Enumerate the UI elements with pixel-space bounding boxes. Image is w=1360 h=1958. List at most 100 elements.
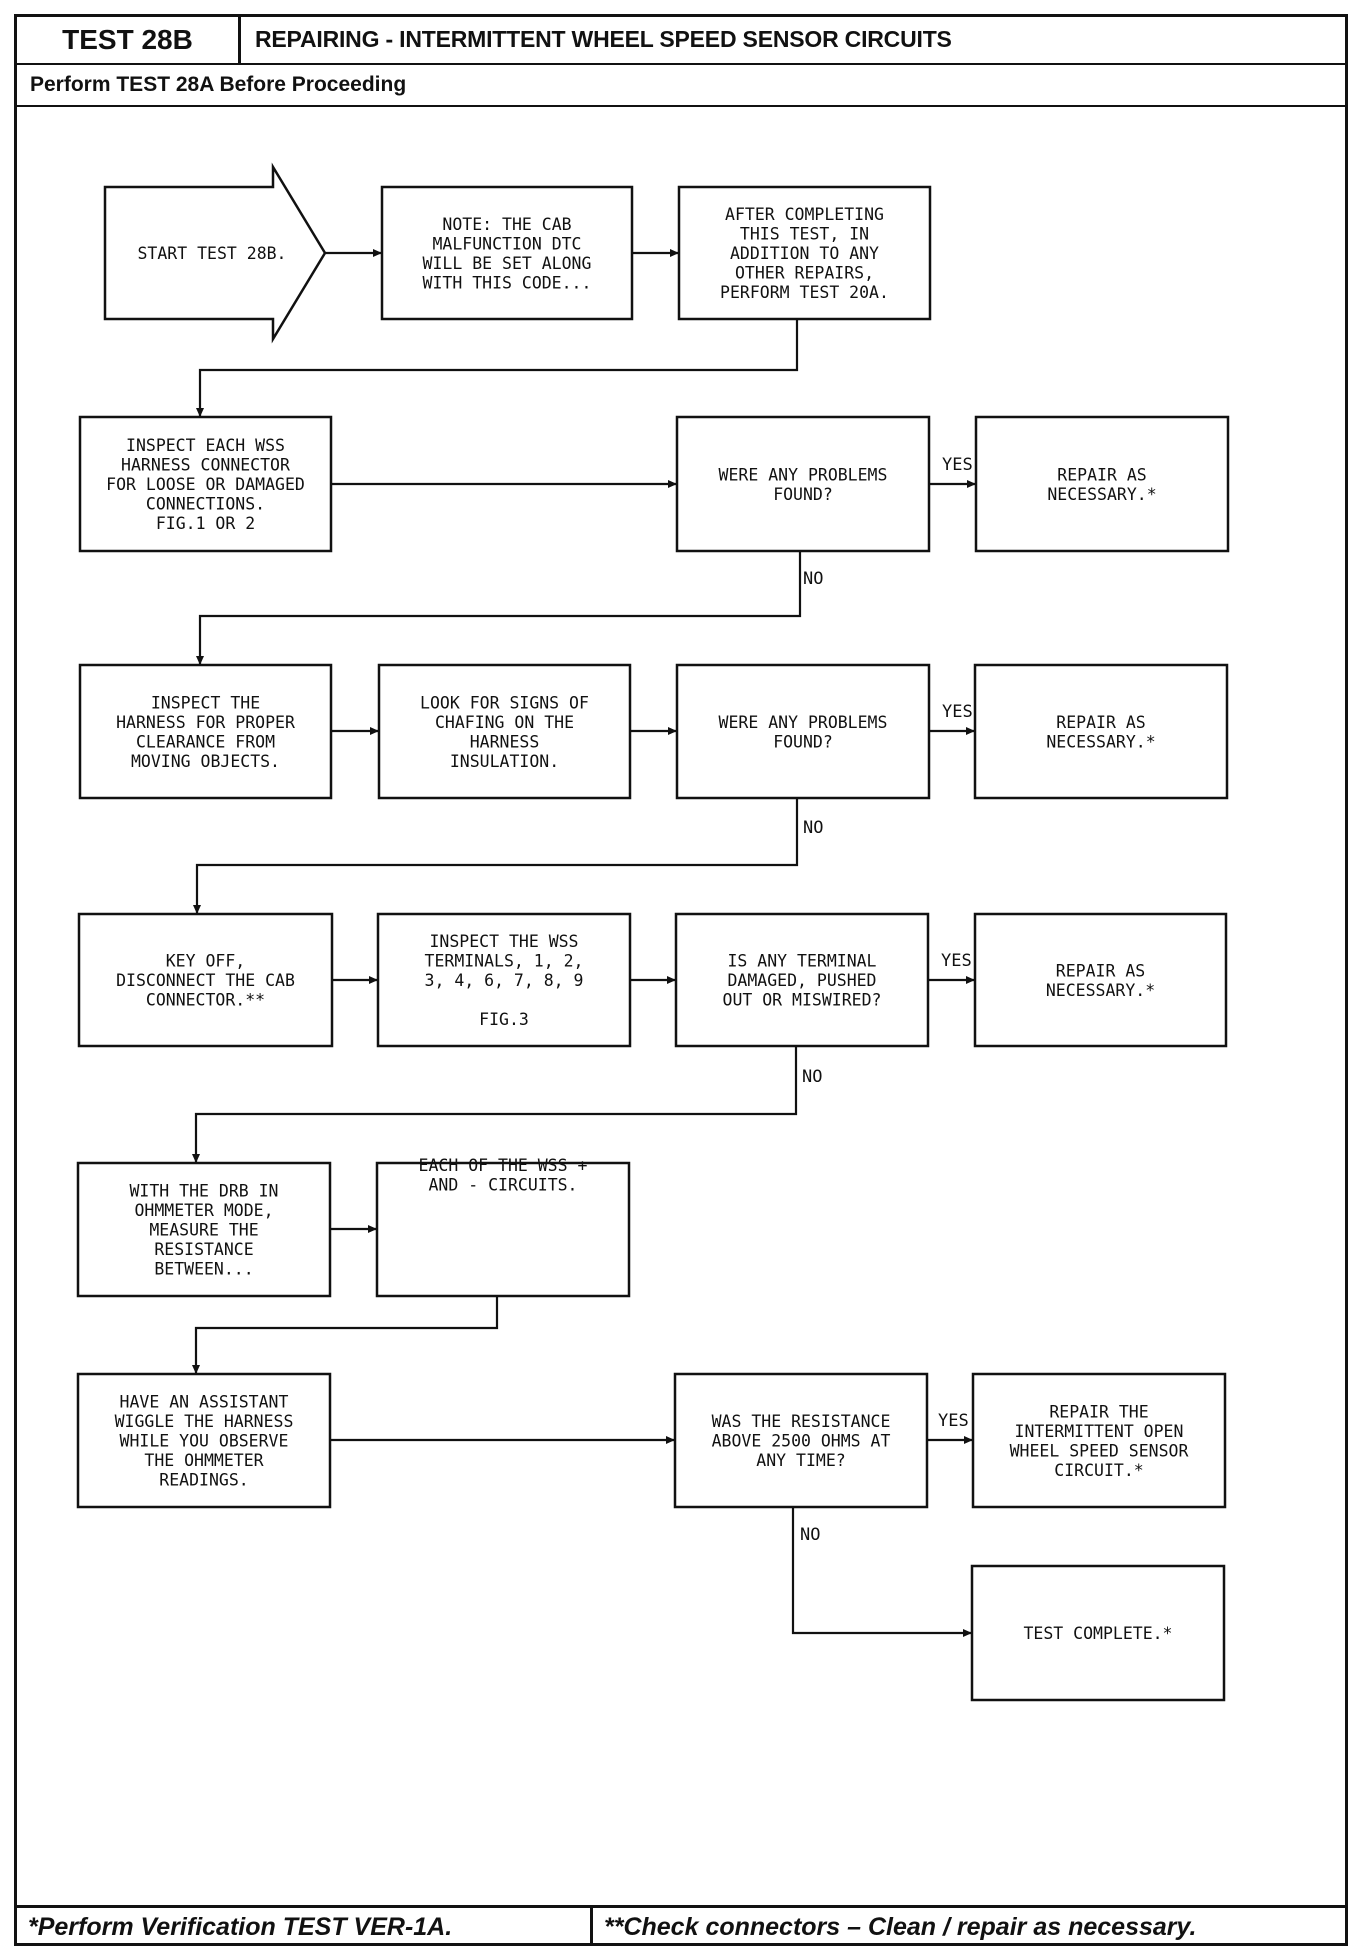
chafing-box-text-line-1: LOOK FOR SIGNS OF [420, 693, 589, 712]
drb-ohmmeter-box-text-line-2: OHMMETER MODE, [134, 1201, 273, 1220]
page-subtitle: Perform TEST 28A Before Proceeding [30, 73, 407, 96]
inspect-connector-box [78, 415, 333, 553]
wss-circuits-box [375, 1161, 631, 1298]
drb-ohmmeter-box-text-line-3: MEASURE THE [149, 1221, 258, 1240]
decision-problems-found-2 [675, 663, 931, 800]
repair-open-circuit-box-text-line-3: WHEEL SPEED SENSOR [1010, 1441, 1189, 1460]
inspect-harness-box-text-line-2: HARNESS FOR PROPER [116, 713, 295, 732]
connectors [192, 249, 976, 1637]
repair-box-1-text-line-1: REPAIR AS [1057, 465, 1146, 484]
repair-box-1-text-line-2: NECESSARY.* [1047, 485, 1156, 504]
inspect-harness-box-text-line-3: CLEARANCE FROM [136, 732, 275, 751]
inspect-harness-box-text-line-4: MOVING OBJECTS. [131, 752, 280, 771]
note-box-text-line-3: WILL BE SET ALONG [423, 254, 592, 273]
wiggle-harness-box-text-line-4: THE OHMMETER [144, 1451, 263, 1470]
repair-box-3-text-line-2: NECESSARY.* [1046, 981, 1155, 1000]
inspect-connector-box-text-line-1: INSPECT EACH WSS [126, 436, 285, 455]
repair-open-circuit-box-text-line-2: INTERMITTENT OPEN [1015, 1422, 1184, 1441]
wss-circuits-box-text-line-1: EACH OF THE WSS + [419, 1156, 588, 1175]
note-box-text-line-1: NOTE: THE CAB [442, 215, 571, 234]
after-completing-box-text-line-2: THIS TEST, IN [740, 225, 869, 244]
decision-problems-found-2-text-line-1: WERE ANY PROBLEMS [719, 713, 888, 732]
chafing-box-text-line-2: CHAFING ON THE [435, 713, 574, 732]
no-label-2: NO [803, 818, 823, 838]
inspect-harness-box-text-line-1: INSPECT THE [151, 693, 260, 712]
repair-box-1 [974, 415, 1230, 553]
drb-ohmmeter-box-text-line-4: RESISTANCE [154, 1240, 253, 1259]
decision-terminal-damaged [674, 912, 930, 1048]
start-label-line-1: START TEST 28B. [137, 244, 286, 263]
note-box [380, 185, 634, 321]
footer-divider [17, 1905, 1345, 1908]
decision-resistance-above-text-line-3: ANY TIME? [756, 1451, 845, 1470]
repair-box-2-text-line-1: REPAIR AS [1056, 713, 1145, 732]
inspect-terminals-box [376, 912, 632, 1048]
header-divider-bottom [17, 105, 1345, 107]
footnote-verification: *Perform Verification TEST VER-1A. [28, 1912, 453, 1941]
after-completing-box [677, 185, 932, 321]
footnote-connectors: **Check connectors – Clean / repair as n… [604, 1912, 1197, 1941]
inspect-connector-box-text-line-4: CONNECTIONS. [146, 495, 265, 514]
header-divider [17, 63, 1345, 65]
yes-label-1: YES [942, 455, 973, 475]
drb-ohmmeter-box-text-line-1: WITH THE DRB IN [129, 1182, 278, 1201]
key-off-box-text-line-3: CONNECTOR.** [146, 991, 265, 1010]
footer-separator [590, 1905, 593, 1946]
repair-box-3 [973, 912, 1228, 1048]
wss-circuits-box-text-line-2: AND - CIRCUITS. [428, 1175, 577, 1194]
inspect-terminals-box-text-line-2: TERMINALS, 1, 2, [425, 952, 584, 971]
chafing-box-text-line-4: INSULATION. [450, 752, 559, 771]
no-label-1: NO [803, 569, 823, 589]
test-complete-box [970, 1564, 1226, 1702]
connector-after-to-inspect [196, 319, 799, 417]
no-label-4: NO [800, 1525, 820, 1545]
after-completing-box-text-line-3: ADDITION TO ANY [730, 244, 879, 263]
repair-open-circuit-box-text-line-1: REPAIR THE [1049, 1402, 1148, 1421]
inspect-connector-box-text-line-5: FIG.1 OR 2 [156, 514, 255, 533]
connector-circuits-to-wiggle [192, 1296, 499, 1374]
decision-problems-found-1 [675, 415, 931, 553]
connector-q1-no [196, 551, 802, 665]
drb-ohmmeter-box-text-line-5: BETWEEN... [154, 1260, 253, 1279]
page-title: REPAIRING - INTERMITTENT WHEEL SPEED SEN… [255, 25, 952, 52]
drb-ohmmeter-box [76, 1161, 332, 1298]
decision-terminal-damaged-text-line-3: OUT OR MISWIRED? [723, 991, 882, 1010]
decision-resistance-above-text-line-2: ABOVE 2500 OHMS AT [712, 1432, 891, 1451]
decision-resistance-above [673, 1372, 929, 1509]
decision-terminal-damaged-text-line-1: IS ANY TERMINAL [727, 952, 876, 971]
connector-q3-no [192, 1046, 798, 1163]
branch-labels: YES YES YES YES NO NO NO NO [800, 455, 973, 1545]
decision-problems-found-1-text-line-1: WERE ANY PROBLEMS [719, 465, 888, 484]
after-completing-box-text-line-4: OTHER REPAIRS, [735, 264, 874, 283]
yes-label-2: YES [942, 702, 973, 722]
inspect-harness-box [78, 663, 333, 800]
inspect-terminals-box-text-line-1: INSPECT THE WSS [429, 932, 578, 951]
test-complete-box-text-line-1: TEST COMPLETE.* [1023, 1624, 1172, 1643]
decision-problems-found-2-text-line-2: FOUND? [773, 732, 833, 751]
after-completing-box-text-line-1: AFTER COMPLETING [725, 205, 884, 224]
start-arrow-shape [103, 162, 327, 344]
key-off-box-text-line-1: KEY OFF, [166, 952, 245, 971]
page-frame [14, 14, 1348, 1946]
yes-label-4: YES [938, 1411, 969, 1431]
repair-open-circuit-box-text-line-4: CIRCUIT.* [1054, 1461, 1143, 1480]
decision-terminal-damaged-text-line-2: DAMAGED, PUSHED [727, 971, 876, 990]
decision-resistance-above-text-line-1: WAS THE RESISTANCE [712, 1412, 891, 1431]
wiggle-harness-box-text-line-1: HAVE AN ASSISTANT [120, 1393, 289, 1412]
yes-label-3: YES [941, 951, 972, 971]
repair-box-2-text-line-2: NECESSARY.* [1046, 732, 1155, 751]
chafing-box [377, 663, 632, 800]
wiggle-harness-box-text-line-5: READINGS. [159, 1471, 248, 1490]
wiggle-harness-box-text-line-3: WHILE YOU OBSERVE [120, 1432, 289, 1451]
connector-q2-no [193, 798, 799, 914]
wiggle-harness-box [76, 1372, 332, 1509]
connector-q4-no [791, 1507, 972, 1637]
key-off-box [77, 912, 334, 1048]
inspect-terminals-box-text-line-5: FIG.3 [479, 1010, 529, 1029]
no-label-3: NO [802, 1067, 822, 1087]
note-box-text-line-4: WITH THIS CODE... [423, 273, 592, 292]
after-completing-box-text-line-5: PERFORM TEST 20A. [720, 283, 889, 302]
inspect-terminals-box-text-line-3: 3, 4, 6, 7, 8, 9 [425, 971, 584, 990]
decision-problems-found-1-text-line-2: FOUND? [773, 485, 833, 504]
